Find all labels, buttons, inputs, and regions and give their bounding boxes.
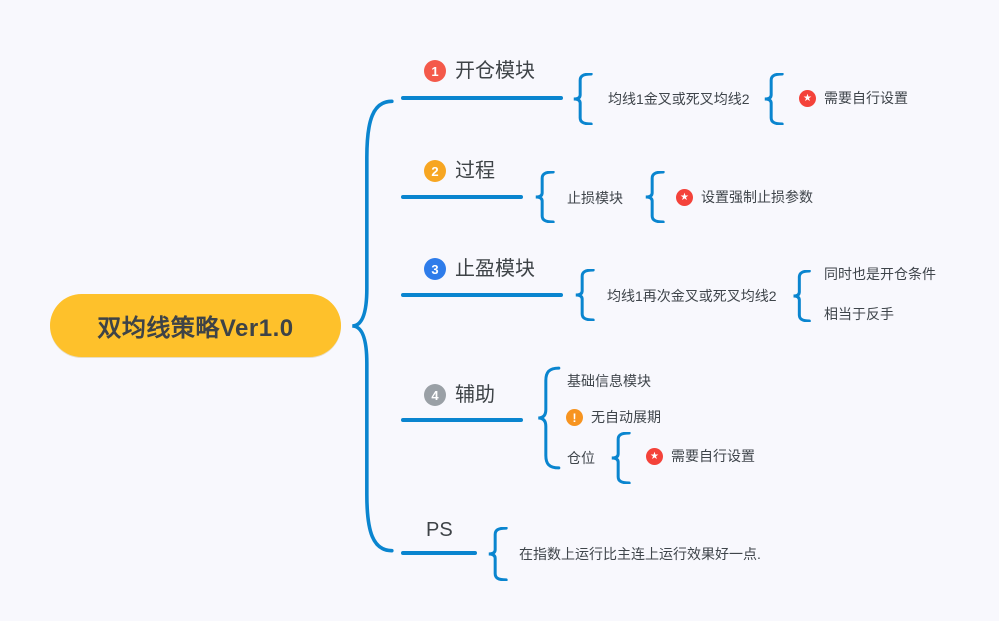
branch-1-label: 开仓模块 <box>455 60 535 82</box>
branch-2-title-node[interactable]: 2 过程 <box>424 158 495 184</box>
branch-2-brace-connector <box>533 171 555 223</box>
star-badge-icon: ★ <box>799 90 816 107</box>
branch-2-child-node[interactable]: 止损模块 <box>567 190 623 206</box>
root-topic-node[interactable]: 双均线策略Ver1.0 <box>50 294 341 357</box>
branch-4-child-node[interactable]: 基础信息模块 <box>567 373 651 389</box>
branch-4-warning-label: 无自动展期 <box>591 409 661 425</box>
branch-4-title-node[interactable]: 4 辅助 <box>424 382 495 408</box>
branch-3-underline-connector <box>401 293 563 297</box>
branch-3-leaf-node[interactable]: 同时也是开仓条件 <box>824 266 936 282</box>
branch-3-child-node[interactable]: 均线1再次金叉或死叉均线2 <box>607 288 777 304</box>
branch-1-underline-connector <box>401 96 563 100</box>
warning-badge-icon: ! <box>566 409 583 426</box>
branch-3-leaf-brace-connector <box>791 270 811 322</box>
branch-3-brace-connector <box>573 269 595 321</box>
branch-4-brace-connector <box>535 366 561 470</box>
branch-4-leaf-brace-connector <box>609 432 631 484</box>
branch-1-brace-connector <box>571 73 593 125</box>
branch-1-leaf-brace-connector <box>762 73 784 125</box>
branch-4-child-node[interactable]: 仓位 <box>567 450 595 466</box>
star-badge-icon: ★ <box>676 189 693 206</box>
branch-2-leaf-node[interactable]: ★ 设置强制止损参数 <box>676 189 813 206</box>
branch-4-label: 辅助 <box>455 384 495 406</box>
branch-4-child-node[interactable]: ! 无自动展期 <box>566 409 661 426</box>
branch-4-underline-connector <box>401 418 523 422</box>
branch-3-title-node[interactable]: 3 止盈模块 <box>424 256 535 282</box>
priority-3-icon: 3 <box>424 258 446 280</box>
branch-5-title-node[interactable]: PS <box>426 519 453 541</box>
branch-3-leaf-node[interactable]: 相当于反手 <box>824 306 894 322</box>
branch-2-label: 过程 <box>455 160 495 182</box>
branch-2-underline-connector <box>401 195 523 199</box>
branch-4-leaf-label: 需要自行设置 <box>671 448 755 464</box>
branch-5-underline-connector <box>401 551 477 555</box>
branch-1-leaf-node[interactable]: ★ 需要自行设置 <box>799 90 908 107</box>
branch-2-leaf-label: 设置强制止损参数 <box>701 189 813 205</box>
root-brace-connector <box>346 92 396 560</box>
branch-4-leaf-node[interactable]: ★ 需要自行设置 <box>646 448 755 465</box>
branch-1-title-node[interactable]: 1 开仓模块 <box>424 58 535 84</box>
priority-1-icon: 1 <box>424 60 446 82</box>
branch-5-brace-connector <box>486 527 508 581</box>
priority-2-icon: 2 <box>424 160 446 182</box>
star-badge-icon: ★ <box>646 448 663 465</box>
priority-4-icon: 4 <box>424 384 446 406</box>
branch-1-leaf-label: 需要自行设置 <box>824 90 908 106</box>
branch-5-child-node[interactable]: 在指数上运行比主连上运行效果好一点. <box>519 546 761 562</box>
branch-2-leaf-brace-connector <box>643 171 665 223</box>
branch-1-child-node[interactable]: 均线1金叉或死叉均线2 <box>608 91 750 107</box>
branch-3-label: 止盈模块 <box>455 258 535 280</box>
